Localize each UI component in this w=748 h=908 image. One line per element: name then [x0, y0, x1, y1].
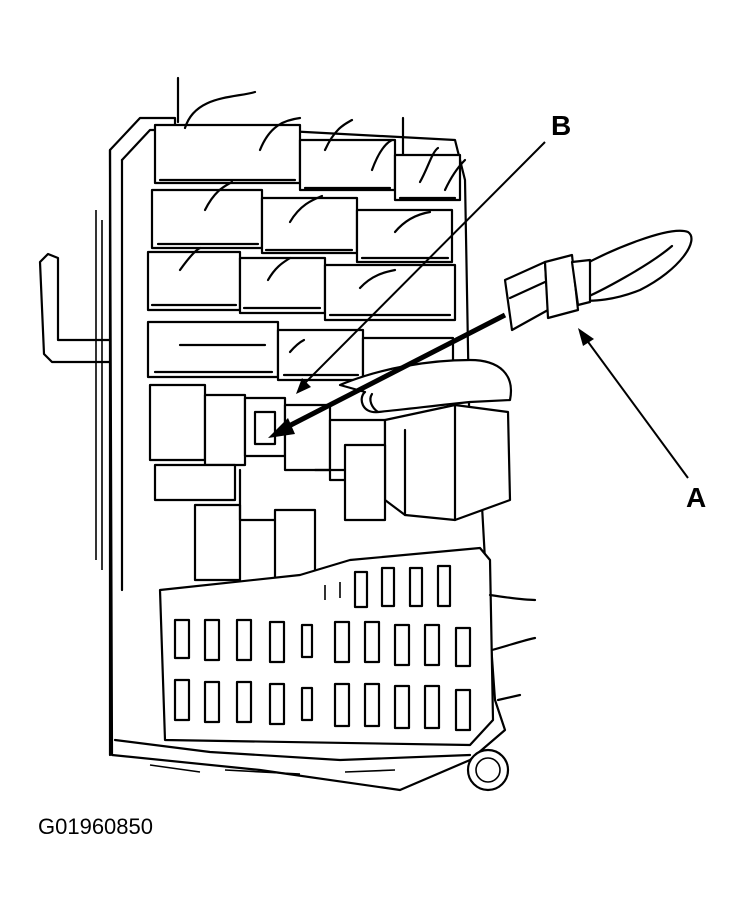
relay-section [148, 383, 512, 587]
callout-label-b: B [551, 110, 572, 141]
fuse-row-bottom [173, 678, 472, 732]
fuse-panel [113, 546, 537, 792]
fuse-row-top [324, 564, 452, 609]
insertion-arrow [268, 312, 507, 438]
callout-label-a: A [686, 482, 707, 513]
callout-a-leader [578, 328, 689, 479]
fuse-row-middle [173, 618, 472, 668]
callout-b-leader [296, 141, 546, 394]
connector-rows [146, 90, 467, 385]
jumper-wire-connector [503, 229, 693, 332]
figure-id: G01960850 [38, 814, 153, 839]
hand-drawing [338, 358, 513, 414]
